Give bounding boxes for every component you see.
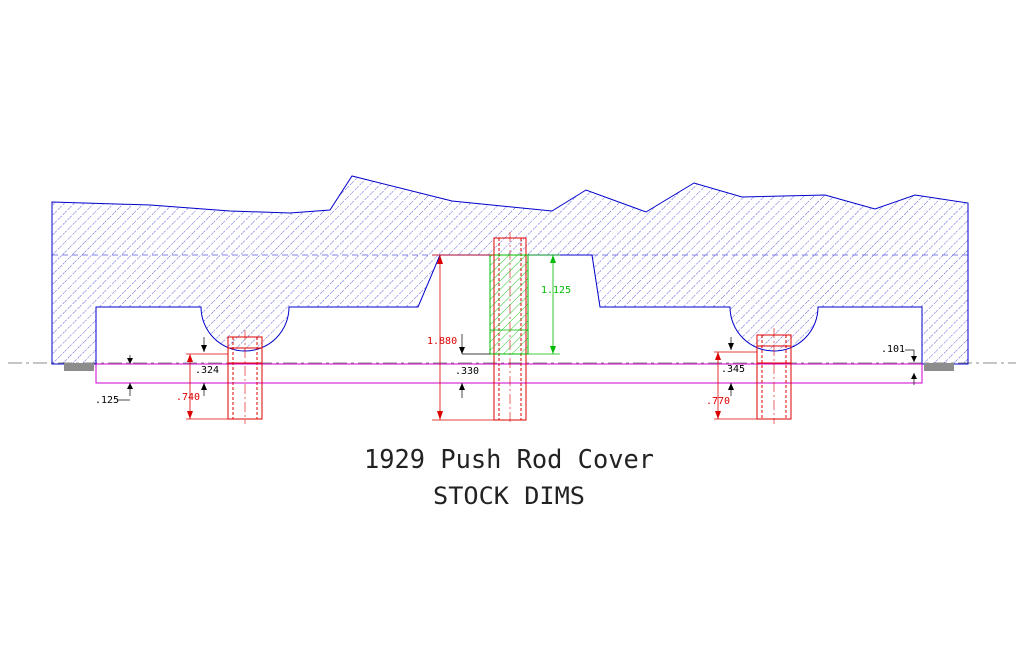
dim-label-101: .101: [881, 344, 905, 355]
dim-line-345: [728, 337, 734, 396]
right-pad: [924, 363, 954, 371]
dim-line-101: [905, 349, 917, 385]
dim-line-1125: [528, 254, 560, 355]
dim-line-125: [118, 355, 133, 401]
dim-label-1125: 1.125: [541, 285, 571, 296]
dim-line-1880: [432, 254, 494, 421]
dim-label-345: .345: [721, 364, 745, 375]
drawing-title: 1929 Push Rod Cover: [364, 445, 654, 475]
dim-label-740: .740: [176, 392, 200, 403]
dim-line-330: [459, 334, 490, 398]
base-plate: [95, 363, 923, 384]
dim-label-125: .125: [95, 395, 119, 406]
right-stud: [756, 328, 792, 424]
drawing-subtitle: STOCK DIMS: [433, 482, 585, 510]
cover-body: [51, 175, 969, 365]
dim-label-330: .330: [455, 366, 479, 377]
dim-line-740: [186, 353, 228, 420]
dim-line-770: [714, 351, 757, 420]
left-stud: [227, 330, 263, 424]
dim-label-770: .770: [706, 396, 730, 407]
dim-label-1880: 1.880: [427, 336, 457, 347]
green-sleeve: [489, 254, 529, 355]
dim-line-324: [201, 337, 207, 396]
dim-label-324: .324: [195, 365, 219, 376]
left-pad: [64, 363, 94, 371]
